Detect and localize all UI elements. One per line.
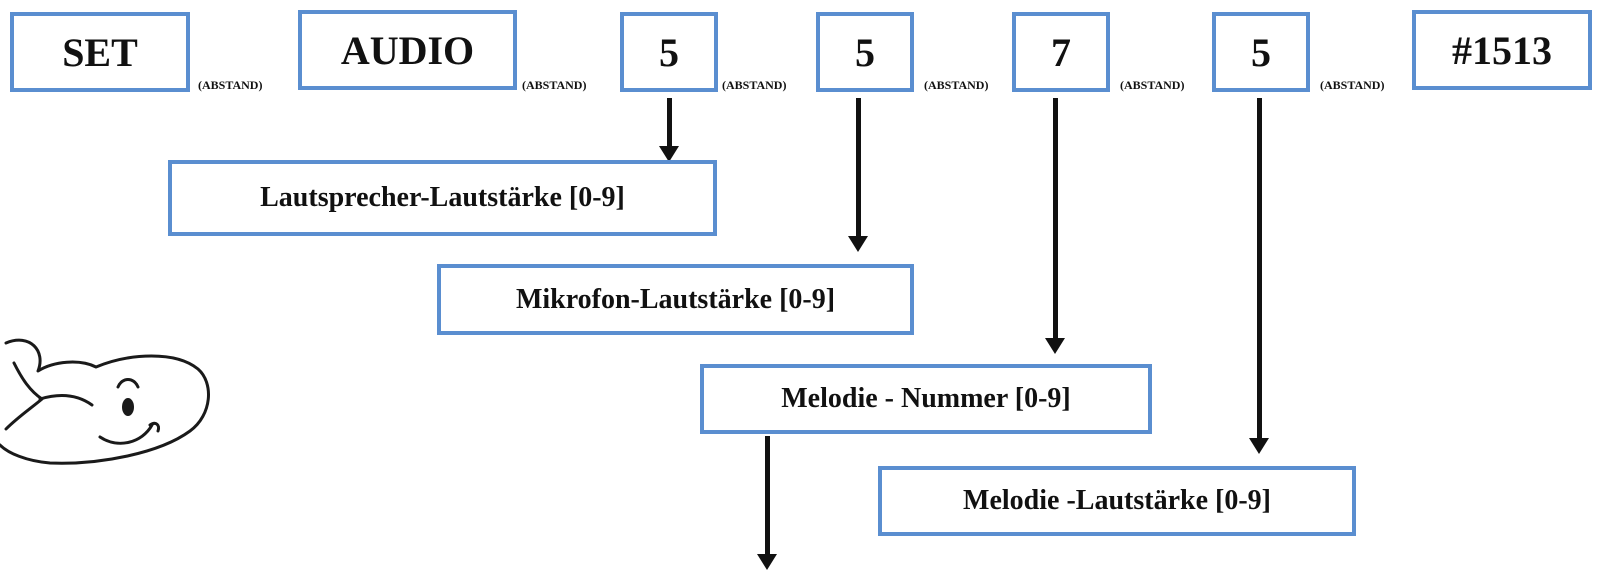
token-melody-number-box: 7: [1012, 12, 1110, 92]
token-set: SET: [62, 29, 138, 75]
token-speaker-volume-box: 5: [620, 12, 718, 92]
param-mic-volume: Mikrofon-Lautstärke [0-9]: [437, 264, 914, 335]
token-speaker-volume: 5: [659, 29, 679, 75]
param-melody-volume-label: Melodie -Lautstärke [0-9]: [963, 485, 1271, 516]
arrow-melody-number: [1045, 98, 1065, 354]
arrow-melody-volume: [1249, 98, 1269, 454]
token-code-box: #1513: [1412, 10, 1592, 90]
separator-6: (ABSTAND): [1320, 78, 1385, 92]
separator-1: (ABSTAND): [198, 78, 263, 92]
separator-5: (ABSTAND): [1120, 78, 1185, 92]
separator-3: (ABSTAND): [722, 78, 787, 92]
separator-2: (ABSTAND): [522, 78, 587, 92]
token-mic-volume-box: 5: [816, 12, 914, 92]
arrow-speaker-volume: [659, 98, 679, 162]
param-mic-volume-label: Mikrofon-Lautstärke [0-9]: [515, 283, 836, 315]
param-melody-volume: Melodie -Lautstärke [0-9]: [878, 466, 1356, 536]
param-melody-number-label: Melodie - Nummer [0-9]: [781, 383, 1071, 414]
param-speaker-volume: Lautsprecher-Lautstärke [0-9]: [168, 160, 717, 236]
param-melody-number: Melodie - Nummer [0-9]: [700, 364, 1152, 434]
token-mic-volume: 5: [855, 29, 875, 75]
token-set-box: SET: [10, 12, 190, 92]
whale-logo-icon: [0, 338, 210, 465]
arrow-mic-volume: [848, 98, 868, 252]
token-audio-box: AUDIO: [298, 10, 517, 90]
param-speaker-volume-label: Lautsprecher-Lautstärke [0-9]: [260, 182, 625, 213]
token-melody-number: 7: [1051, 29, 1071, 75]
token-code: #1513: [1452, 27, 1552, 73]
token-melody-volume: 5: [1251, 29, 1271, 75]
token-audio: AUDIO: [340, 27, 475, 73]
token-melody-volume-box: 5: [1212, 12, 1310, 92]
separator-4: (ABSTAND): [924, 78, 989, 92]
arrow-melody-number-down: [757, 436, 777, 570]
